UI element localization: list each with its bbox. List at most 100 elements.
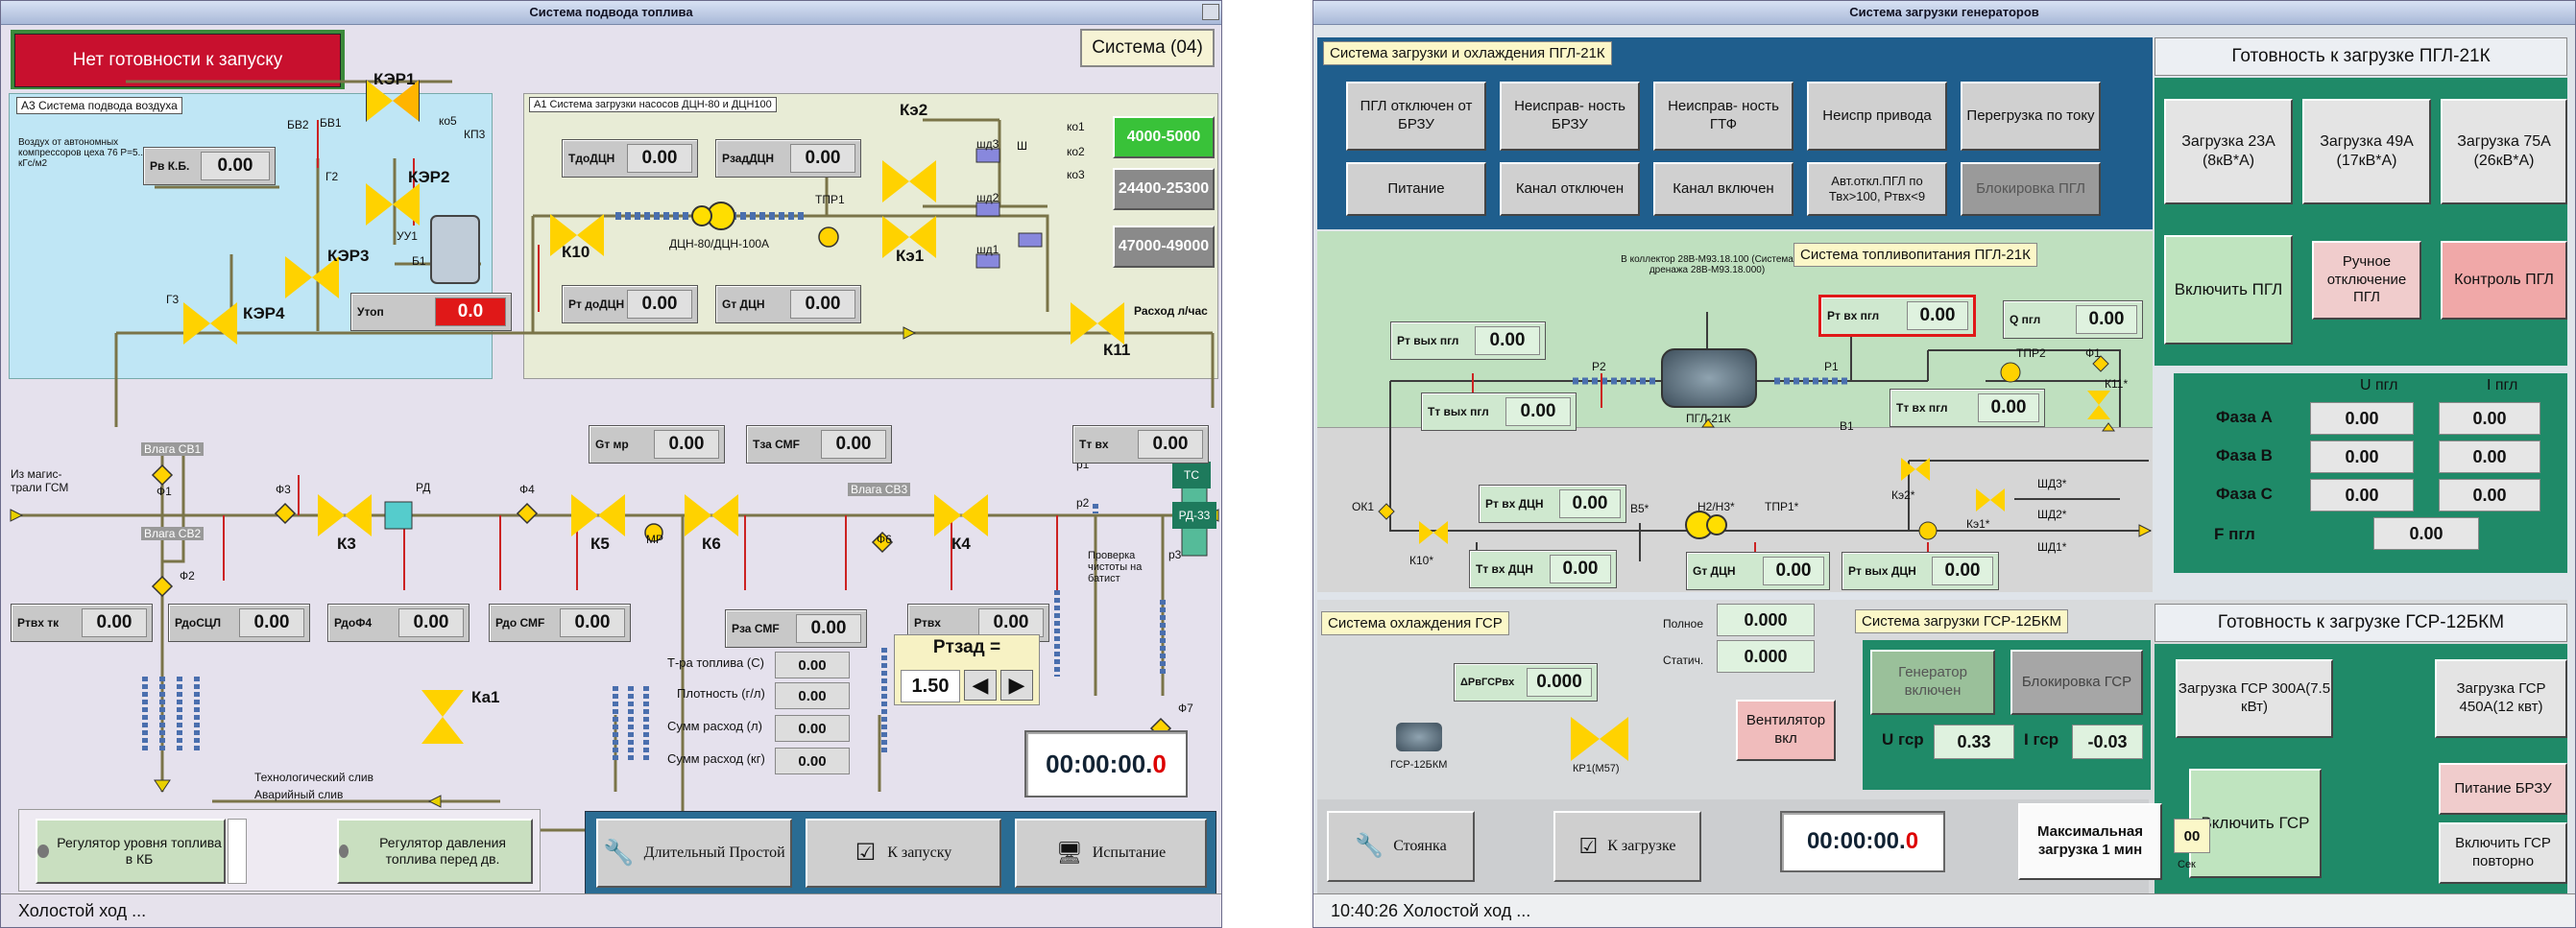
valve-ker3-label: КЭР3 xyxy=(327,247,370,265)
label-v5: В5* xyxy=(1630,502,1649,515)
to-start-label: К запуску xyxy=(887,845,952,861)
power-brzu-button[interactable]: Питание БРЗУ xyxy=(2439,763,2567,815)
status-pgl-off-brzu[interactable]: ПГЛ отключен от БРЗУ xyxy=(1346,82,1486,151)
label-bv2: БВ2 xyxy=(287,118,309,131)
gsr-load-450a-button[interactable]: Загрузка ГСР 450А(12 квт) xyxy=(2435,659,2567,738)
label-rd: РД xyxy=(416,481,431,494)
status-gtf-fault[interactable]: Неисправ- ность ГТФ xyxy=(1653,82,1794,151)
status-brzu-fault[interactable]: Неисправ- ность БРЗУ xyxy=(1500,82,1640,151)
status-power[interactable]: Питание xyxy=(1346,162,1486,216)
load-75a-button[interactable]: Загрузка 75А (26кВ*А) xyxy=(2441,99,2567,204)
label-pgl: ПГЛ-21К xyxy=(1686,412,1731,425)
max-load-button[interactable]: Максимальная загрузка 1 мин xyxy=(2018,803,2162,880)
label-full: Полное xyxy=(1663,617,1704,631)
label-f2: Ф2 xyxy=(180,569,195,583)
long-idle-button[interactable]: 🔧Длительный Простой xyxy=(596,819,792,888)
label-ko5: ко5 xyxy=(439,114,457,128)
label-uu1: УУ1 xyxy=(397,229,418,243)
enable-gsr-button[interactable]: Включить ГСР xyxy=(2189,769,2322,878)
window-title: Система загрузки генераторов xyxy=(1313,1,2575,25)
stat-value-sum-l: 0.00 xyxy=(775,715,850,742)
air-note: Воздух от автономных компрессоров цеха 7… xyxy=(18,137,152,169)
load-23a-button[interactable]: Загрузка 23А (8кВ*А) xyxy=(2164,99,2293,204)
pgl-generator-icon xyxy=(1661,348,1757,408)
label-kr1: КР1(М57) xyxy=(1573,763,1620,774)
status-block-pgl[interactable]: Блокировка ПГЛ xyxy=(1961,162,2101,216)
range-button-2[interactable]: 24400-25300 xyxy=(1113,168,1215,210)
valve-ker4-label: КЭР4 xyxy=(243,304,285,322)
minimize-button[interactable] xyxy=(1202,4,1219,20)
status-channel-off[interactable]: Канал отключен xyxy=(1500,162,1640,216)
label-ko1: ко1 xyxy=(1067,120,1085,133)
enable-pgl-button[interactable]: Включить ПГЛ xyxy=(2164,235,2293,345)
label-bv1: БВ1 xyxy=(320,116,342,130)
to-start-button[interactable]: ☑К запуску xyxy=(806,819,1001,888)
test-label: Испытание xyxy=(1092,845,1167,861)
label-ok1: ОК1 xyxy=(1352,500,1374,513)
regulator-level-button[interactable]: Регулятор уровня топлива в КБ xyxy=(36,819,226,884)
air-system-panel xyxy=(9,93,493,379)
block-gsr-button[interactable]: Блокировка ГСР xyxy=(2010,650,2143,715)
label-b1: Б1 xyxy=(412,254,426,268)
status-channel-on[interactable]: Канал включен xyxy=(1653,162,1794,216)
label-gsr: ГСР-12БКМ xyxy=(1390,759,1448,771)
manual-off-button[interactable]: Ручное отключение ПГЛ xyxy=(2312,241,2421,320)
label-from-main: Из магис- трали ГСМ xyxy=(11,467,69,494)
status-drive-fault[interactable]: Неиспр привода xyxy=(1807,82,1947,151)
reenable-gsr-button[interactable]: Включить ГСР повторно xyxy=(2439,822,2567,884)
rtzad-label: Ртзад = xyxy=(932,637,1001,657)
gsr-ready-title: Готовность к загрузке ГСР-12БКМ xyxy=(2217,612,2505,632)
label-shd3: ШД3* xyxy=(2037,477,2067,490)
control-pgl-button[interactable]: Контроль ПГЛ xyxy=(2441,241,2567,320)
stat-label-sum-l: Сумм расход (л) xyxy=(667,719,762,733)
timer-display: 00:00:00.0 xyxy=(1024,730,1188,797)
sec-label: Сек xyxy=(2178,859,2196,870)
status-overcurrent[interactable]: Перегрузка по току xyxy=(1961,82,2101,151)
stat-value-sum-kg: 0.00 xyxy=(775,748,850,774)
label-f3: Ф3 xyxy=(276,483,291,496)
label-tpr2: ТПР2 xyxy=(2016,346,2046,360)
range-button-3[interactable]: 47000-49000 xyxy=(1113,226,1215,268)
range-button-1[interactable]: 4000-5000 xyxy=(1113,116,1215,158)
valve-k10-label: К10 xyxy=(562,243,590,261)
label-shd1: ШД1* xyxy=(2037,540,2067,554)
parking-label: Стоянка xyxy=(1393,838,1447,854)
stat-label-temp: Т-ра топлива (С) xyxy=(667,655,764,670)
label-f1: Ф1 xyxy=(156,485,172,498)
u-gsr-label: U гср xyxy=(1882,730,1924,749)
label-k11: К11* xyxy=(2105,377,2129,391)
label-p2: р2 xyxy=(1076,496,1090,510)
fan-button[interactable]: Вентилятор вкл xyxy=(1736,700,1836,761)
parking-button[interactable]: 🔧Стоянка xyxy=(1327,811,1475,882)
arrow-left-icon[interactable]: ◀ xyxy=(964,670,997,701)
phase-c-label: Фаза С xyxy=(2216,485,2273,503)
collector-note: В коллектор 28В-М93.18.100 (Система дрен… xyxy=(1621,254,1794,275)
regulator-pressure-button[interactable]: Регулятор давления топлива перед дв. xyxy=(337,819,533,884)
valve-k11-label: К11 xyxy=(1103,341,1131,359)
valve-k6-label: К6 xyxy=(702,535,721,553)
static-value: 0.000 xyxy=(1717,640,1815,673)
wrench-icon: 🔧 xyxy=(603,838,635,867)
arrow-right-icon[interactable]: ▶ xyxy=(1000,670,1033,701)
system-badge[interactable]: Система (04) xyxy=(1080,29,1215,67)
label-pump: ДЦН-80/ДЦН-100А xyxy=(669,237,770,250)
status-auto-off[interactable]: Авт.откл.ПГЛ по Твх>100, Ртвх<9 xyxy=(1807,162,1947,216)
gsr-load-300a-button[interactable]: Загрузка ГСР 300А(7.5 кВт) xyxy=(2176,659,2333,738)
load-49a-button[interactable]: Загрузка 49А (17кВ*А) xyxy=(2302,99,2431,204)
gsr-ready-header: Готовность к загрузке ГСР-12БКМ xyxy=(2155,604,2567,642)
gen-on-button[interactable]: Генератор включен xyxy=(1870,650,1995,715)
test-button[interactable]: 🖥Испытание xyxy=(1015,819,1207,888)
full-value: 0.000 xyxy=(1717,604,1815,636)
sec-value: 00 xyxy=(2174,819,2210,853)
to-load-button[interactable]: ☑К загрузке xyxy=(1553,811,1701,882)
air-panel-title: А3 Система подвода воздуха xyxy=(16,97,182,114)
label-static: Статич. xyxy=(1663,654,1704,667)
